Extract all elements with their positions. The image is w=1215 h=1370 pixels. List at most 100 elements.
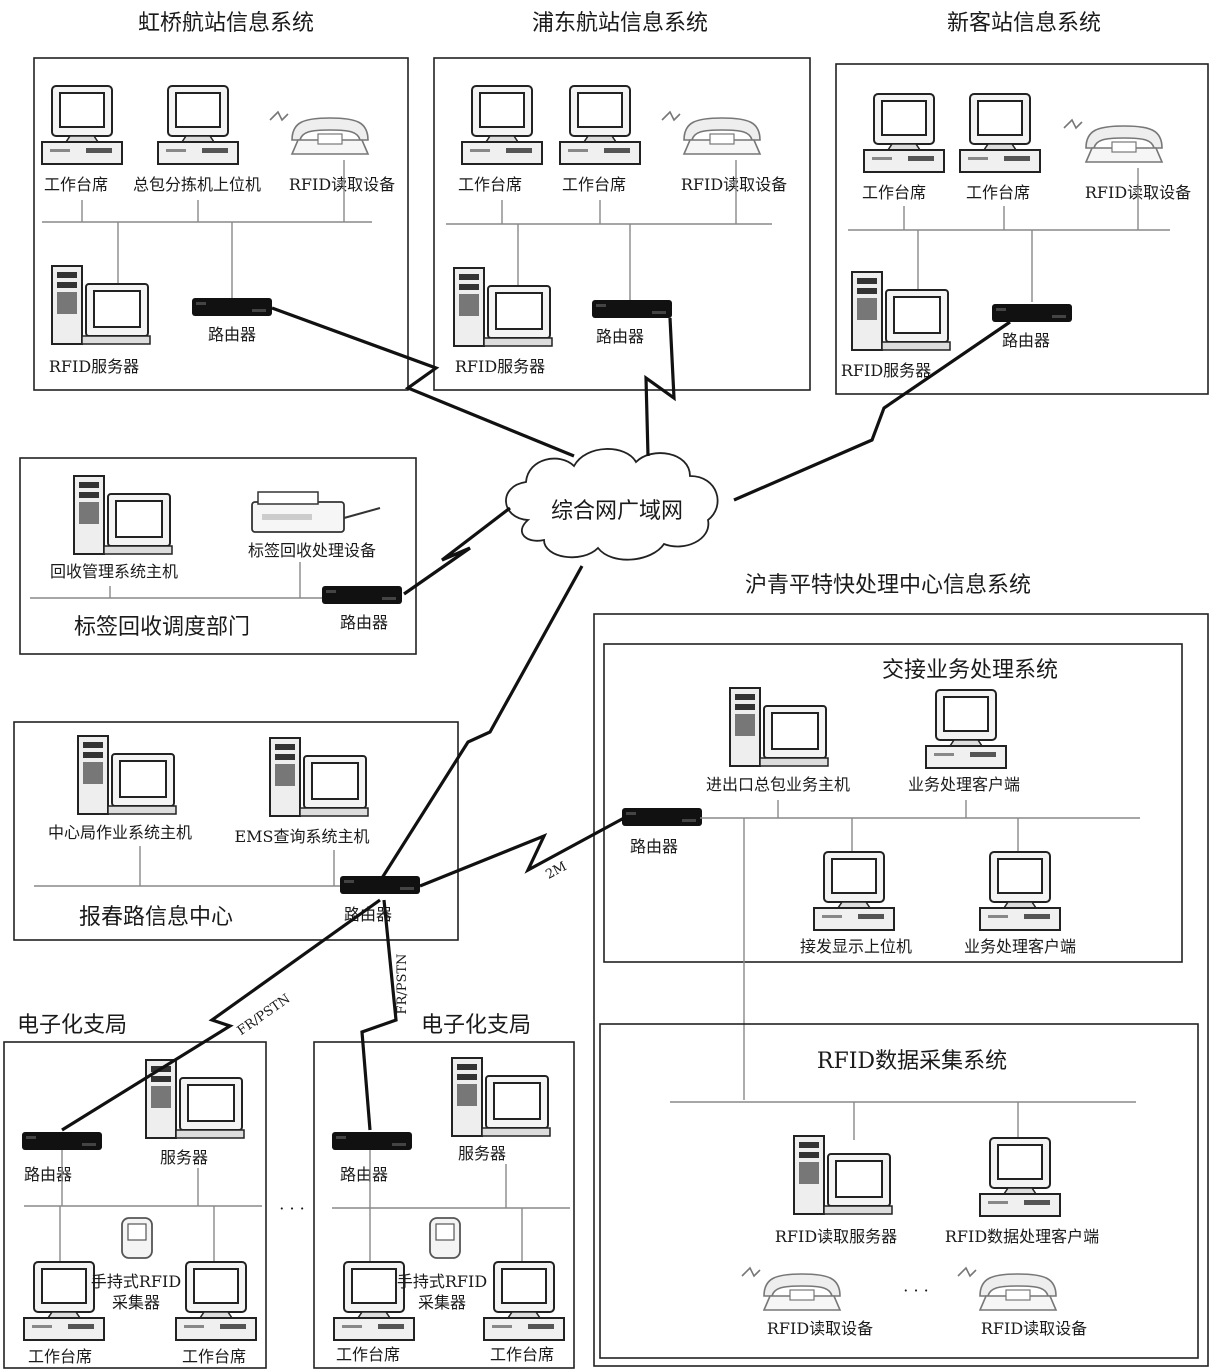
recycle-department: 回收管理系统主机 标签回收处理设备 路由器 标签回收调度部门 (19, 457, 417, 655)
rfid-reader-icon (957, 1267, 1057, 1311)
router-icon (592, 300, 672, 318)
rfid-reader-2-label: RFID读取设备 (981, 1319, 1087, 1338)
workstation-computer-icon (461, 85, 543, 165)
server-label: 服务器 (160, 1148, 208, 1167)
router-label: 路由器 (208, 325, 256, 344)
new-station-system: 工作台席 工作台席 RFID读取设备 路由器 RFID服务器 (835, 63, 1209, 395)
ems-host-label: EMS查询系统主机 (234, 827, 369, 846)
handover-title: 交接业务处理系统 (882, 658, 1058, 683)
workstation-2-label: 工作台席 (966, 183, 1030, 202)
hqp-center: 交接业务处理系统 进出口总包业务主机 业务处理客户端 路由器 接发显示上位机 业… (593, 613, 1209, 1367)
link-hongqiao (271, 306, 575, 458)
client-computer-icon (979, 851, 1061, 931)
info-center-title: 报春路信息中心 (79, 905, 233, 930)
wan-links: 2M FR/PSTN FR/PSTN (61, 306, 1011, 1132)
rfid-client-computer-icon (979, 1137, 1061, 1217)
recycle-host-label: 回收管理系统主机 (50, 562, 178, 581)
hongqiao-system: 工作台席 总包分拣机上位机 RFID读取设备 路由器 RFID服务器 (33, 57, 409, 391)
client-computer-icon (925, 689, 1007, 769)
workstation-1-label: 工作台席 (28, 1347, 92, 1366)
router-icon (992, 304, 1072, 322)
handheld-label-line2: 采集器 (112, 1293, 160, 1312)
link-hqp (419, 816, 625, 888)
router-label: 路由器 (340, 613, 388, 632)
recycle-device-label: 标签回收处理设备 (248, 541, 376, 560)
handheld-label-line2: 采集器 (418, 1293, 466, 1312)
router-label: 路由器 (596, 327, 644, 346)
server-icon (451, 1057, 551, 1137)
workstation-1-label: 工作台席 (458, 175, 522, 194)
workstation-computer-icon (175, 1261, 257, 1341)
workstation-computer-icon (863, 93, 945, 173)
router-icon (22, 1132, 102, 1150)
pudong-system: 工作台席 工作台席 RFID读取设备 路由器 RFID服务器 (433, 57, 811, 391)
rfid-client-label: RFID数据处理客户端 (945, 1227, 1099, 1246)
client-2-label: 业务处理客户端 (964, 937, 1076, 956)
router-label: 路由器 (24, 1165, 72, 1184)
workstation-1-label: 工作台席 (336, 1345, 400, 1364)
rfid-read-server-icon (793, 1135, 893, 1215)
branch-1: 路由器 服务器 手持式RFID 采集器 工作台席 工作台席 (3, 1041, 267, 1369)
router-label: 路由器 (340, 1165, 388, 1184)
rfid-server-label: RFID服务器 (455, 357, 545, 376)
server-label: 服务器 (458, 1144, 506, 1163)
workstation-2-label: 工作台席 (182, 1347, 246, 1366)
recycle-title: 标签回收调度部门 (74, 615, 250, 640)
link-new-station (733, 320, 1011, 502)
router-icon (322, 586, 402, 604)
fr-pstn-label-2: FR/PSTN (395, 954, 410, 1015)
reader-ellipsis: · · · (903, 1281, 928, 1300)
display-host-computer-icon (813, 851, 895, 931)
rfid-reader-1-label: RFID读取设备 (767, 1319, 873, 1338)
rfid-collect-title: RFID数据采集系统 (817, 1049, 1007, 1074)
workstation-computer-icon (41, 85, 123, 165)
router-label: 路由器 (630, 837, 678, 856)
client-1-label: 业务处理客户端 (908, 775, 1020, 794)
info-center: 中心局作业系统主机 EMS查询系统主机 路由器 报春路信息中心 (13, 721, 459, 941)
rfid-server-icon (453, 267, 553, 347)
router-icon (332, 1132, 412, 1150)
router-label: 路由器 (1002, 331, 1050, 350)
wan-label: 综合网广域网 (551, 499, 683, 524)
rfid-server-icon (851, 271, 951, 351)
center-host-label: 中心局作业系统主机 (48, 823, 192, 842)
new-station-title: 新客站信息系统 (947, 11, 1101, 36)
hongqiao-title: 虹桥航站信息系统 (138, 11, 314, 36)
wan-cloud-icon: 综合网广域网 (505, 448, 719, 561)
pudong-title: 浦东航站信息系统 (532, 11, 708, 36)
link-branch-2 (360, 899, 398, 1131)
workstation-2-label: 工作台席 (562, 175, 626, 194)
workstation-computer-icon (559, 85, 641, 165)
link-branch-1 (61, 898, 381, 1132)
handheld-icon (121, 1217, 153, 1259)
printer-icon (251, 491, 381, 533)
rfid-reader-label: RFID读取设备 (681, 175, 787, 194)
link-recycle (403, 506, 511, 596)
workstation-1-label: 工作台席 (862, 183, 926, 202)
router-icon (340, 876, 420, 894)
branch-2-title: 电子化支局 (421, 1013, 531, 1038)
branch-ellipsis: · · · (279, 1199, 304, 1218)
rfid-server-label: RFID服务器 (49, 357, 139, 376)
rfid-reader-icon (269, 111, 369, 155)
ems-host-icon (269, 737, 369, 817)
handover-host-label: 进出口总包业务主机 (706, 775, 850, 794)
two-m-label: 2M (543, 859, 569, 882)
rfid-reader-icon (1063, 119, 1163, 163)
handheld-label-line1: 手持式RFID (91, 1272, 181, 1291)
rfid-server-icon (51, 265, 151, 345)
rfid-reader-icon (741, 1267, 841, 1311)
handover-host-icon (729, 687, 829, 767)
router-label: 路由器 (344, 905, 392, 924)
workstation-computer-icon (959, 93, 1041, 173)
branch-1-title: 电子化支局 (17, 1013, 127, 1038)
rfid-server-label: RFID服务器 (841, 361, 931, 380)
rfid-reader-label: RFID读取设备 (289, 175, 395, 194)
center-host-icon (77, 735, 177, 815)
recycle-host-icon (73, 475, 173, 555)
link-info-center (380, 565, 584, 879)
workstation-computer-icon (483, 1261, 565, 1341)
workstation-2-label: 工作台席 (490, 1345, 554, 1364)
hqp-title: 沪青平特快处理中心信息系统 (745, 573, 1031, 598)
